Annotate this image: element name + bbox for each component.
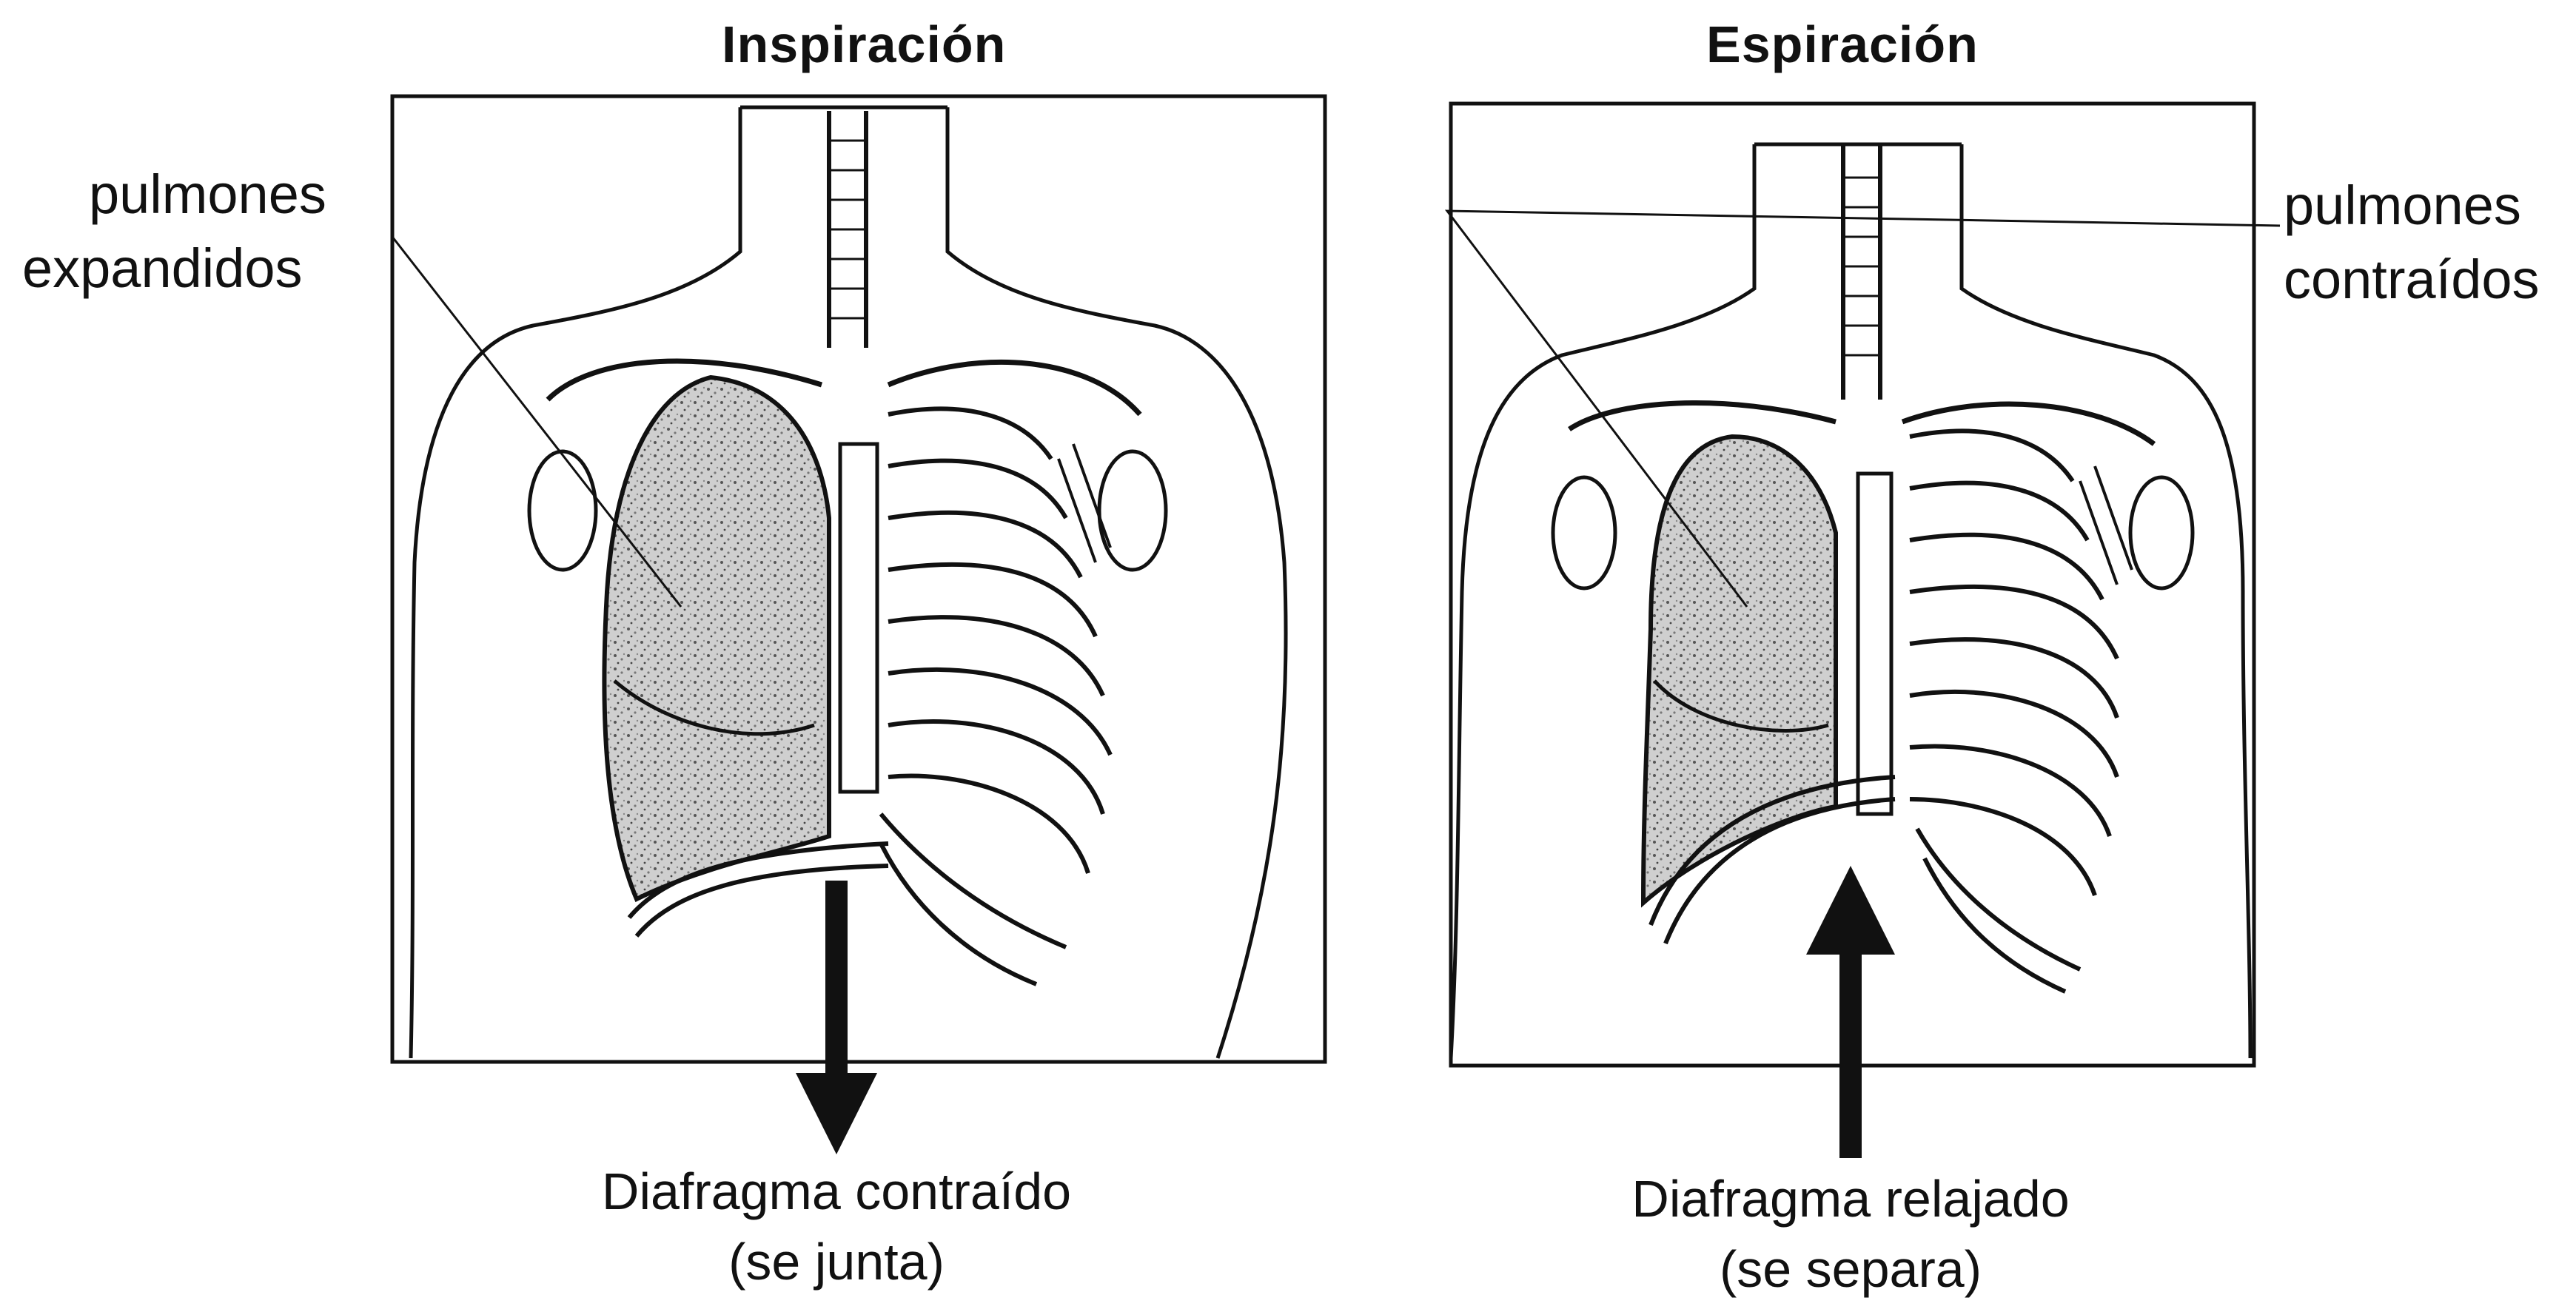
expiration-arrow-up-icon	[1806, 866, 1895, 1158]
inspiration-ribs	[881, 409, 1110, 985]
inspiration-lung-left	[604, 377, 829, 899]
expiration-clavicles	[1569, 403, 2154, 444]
inspiration-clavicles	[548, 361, 1140, 414]
expiration-diaphragm-label-line1: Diafragma relajado	[1540, 1169, 2161, 1229]
inspiration-title: Inspiración	[722, 15, 1006, 75]
inspiration-arrow-down-icon	[796, 881, 877, 1154]
expiration-ribs	[1910, 431, 2132, 992]
expiration-title: Espiración	[1706, 15, 1979, 75]
inspiration-diaphragm-label-line2: (se junta)	[474, 1232, 1199, 1292]
expiration-sternum	[1858, 474, 1891, 814]
expiration-trachea	[1843, 144, 1880, 400]
inspiration-diaphragm-label-line1: Diafragma contraído	[474, 1162, 1199, 1222]
expiration-lung-label-line2: contraídos	[2284, 248, 2540, 311]
inspiration-panel	[392, 96, 1325, 1062]
inspiration-lung-label-line2: expandidos	[22, 237, 303, 300]
inspiration-lung-label-line1: pulmones	[89, 163, 311, 226]
inspiration-sternum	[840, 444, 877, 792]
expiration-lung-label-line1: pulmones	[2284, 174, 2521, 237]
expiration-diaphragm-label-line2: (se separa)	[1540, 1239, 2161, 1299]
